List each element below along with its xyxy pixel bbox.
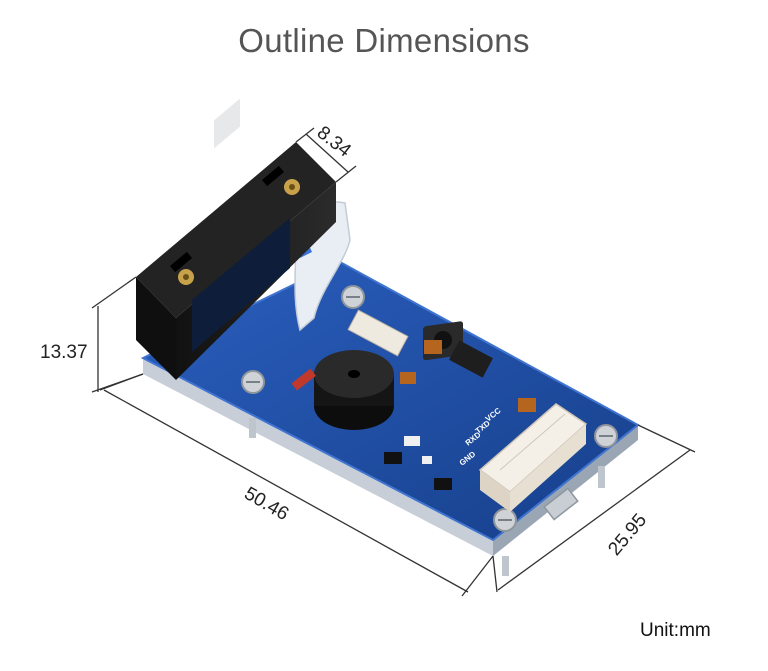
pcb-edge — [143, 358, 493, 556]
dimension-lines — [91, 127, 696, 597]
mounting-screw — [493, 508, 517, 532]
mounting-screw — [341, 285, 365, 309]
standoff-leg — [598, 466, 605, 488]
page-title: Outline Dimensions — [238, 22, 530, 59]
capacitor — [400, 372, 416, 384]
module-slot — [262, 165, 284, 187]
fpc-connector — [347, 309, 409, 357]
uart-connector — [478, 403, 588, 512]
buzzer — [314, 350, 394, 430]
smd-chip — [434, 478, 452, 490]
standoff-leg — [502, 556, 509, 576]
module-slot — [170, 251, 192, 273]
smd-chip — [422, 456, 432, 464]
unit-label: Unit:mm — [640, 620, 711, 641]
capacitor — [424, 340, 442, 354]
dimension-width-top: 8.34 — [313, 122, 355, 162]
mounting-screw — [594, 424, 618, 448]
sensor-board — [192, 218, 290, 352]
smd-chip — [404, 436, 420, 446]
smd-chip — [384, 452, 402, 464]
brass-insert — [178, 269, 194, 285]
usb-port — [543, 487, 579, 521]
standoff-leg — [249, 418, 256, 438]
dimension-width: 25.95 — [604, 510, 651, 560]
sensor-window — [214, 98, 240, 149]
diode — [291, 368, 316, 391]
mounting-screw — [241, 370, 265, 394]
brass-insert — [284, 179, 300, 195]
capacitor — [518, 398, 536, 412]
voltage-regulator — [449, 340, 493, 378]
dimension-height: 13.37 — [40, 342, 88, 363]
